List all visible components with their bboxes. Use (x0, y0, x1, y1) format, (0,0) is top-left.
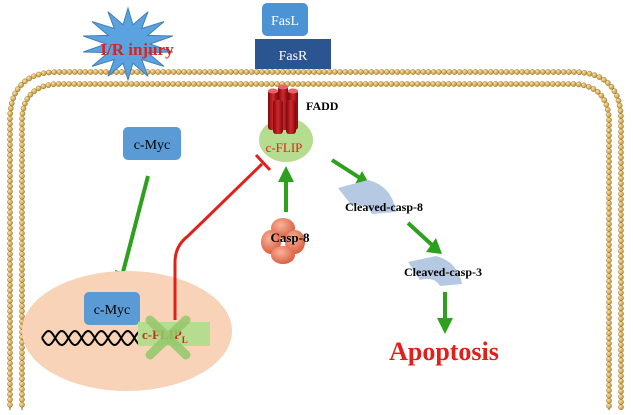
arrow-cflip-to-cleaved8 (330, 158, 362, 180)
cleaved-casp3-label: Cleaved-casp-3 (404, 265, 482, 279)
x-mark-icon (145, 315, 191, 360)
casp8-shape (261, 218, 305, 264)
arrow-to-apoptosis-head (437, 318, 453, 334)
fadd-label: FADD (306, 99, 339, 113)
dna-helix (41, 329, 143, 347)
inhibition-bar (254, 153, 272, 172)
inhibition-line (173, 162, 264, 320)
fadd-complex (268, 84, 298, 134)
arrow-cleaved8-to-cleaved3 (406, 221, 434, 247)
fasl-box (262, 3, 308, 36)
fasr-label: FasR (279, 49, 308, 64)
casp8-label: Casp-8 (270, 230, 310, 245)
cflip-gene-subscript: L (182, 335, 188, 345)
cell-membrane (7, 69, 624, 411)
arrow-cleaved8-to-cleaved3-head (426, 238, 442, 254)
cleaved-casp8-label: Cleaved-casp-8 (345, 200, 423, 214)
cmyc-nucleus-label: c-Myc (94, 303, 131, 318)
cleaved-casp3-shape (408, 256, 462, 286)
cmyc-nucleus-box (84, 292, 140, 325)
fas-ligand-receptor: FasL FasR (255, 3, 331, 69)
arrow-casp8-to-cflip-head (278, 166, 294, 182)
cmyc-cytoplasm-box (123, 127, 181, 160)
cmyc-cytoplasm-label: c-Myc (134, 138, 171, 153)
fasl-label: FasL (271, 14, 299, 29)
arrow-cmyc-to-nucleus (120, 175, 150, 277)
ir-injury-label: I/R injury (100, 40, 174, 59)
cflip-label: c-FLIP (266, 140, 303, 155)
fasr-box (255, 39, 331, 69)
cleaved-casp8-shape (338, 180, 396, 214)
apoptosis-label: Apoptosis (389, 337, 499, 366)
ir-injury-starburst: I/R injury (83, 6, 174, 82)
